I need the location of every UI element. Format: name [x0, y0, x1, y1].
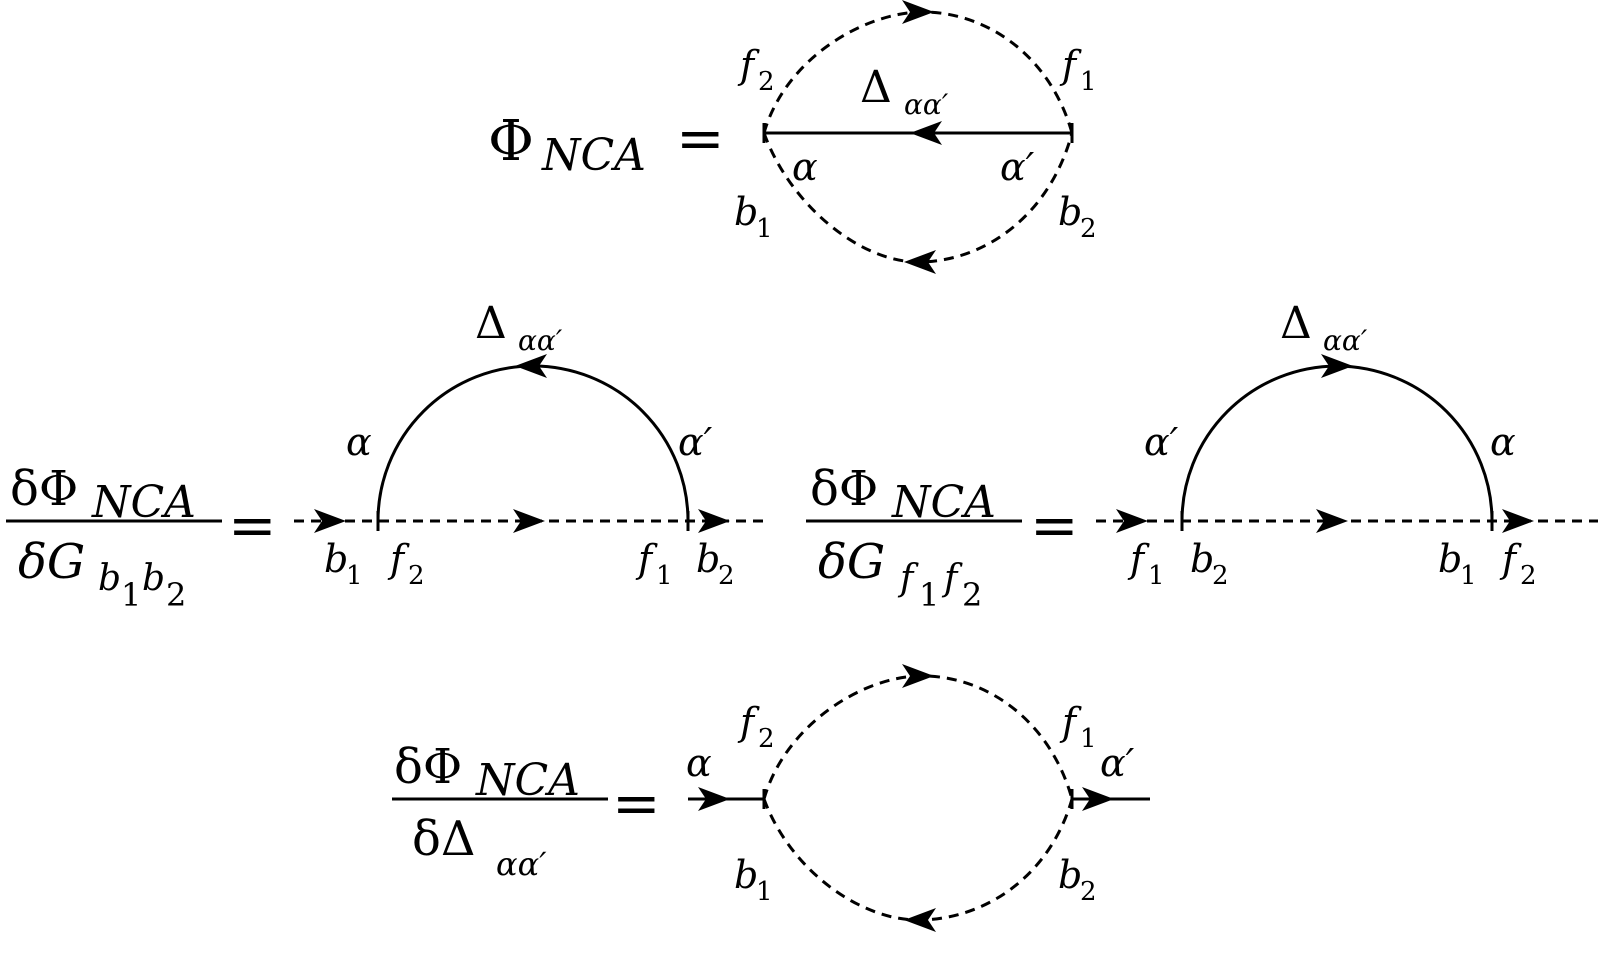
label-alpha-prime: α′	[678, 420, 713, 464]
denominator-sub-f: f	[941, 558, 963, 599]
label-b1: b	[324, 537, 348, 581]
label-b2: b	[696, 537, 720, 581]
phi-subscript: NCA	[541, 130, 646, 181]
arrow-right-icon	[314, 509, 346, 533]
label-alpha-prime: α′	[1000, 145, 1035, 189]
arrow-left-icon	[904, 250, 936, 274]
label-b1: b	[734, 190, 758, 234]
numerator-delta-phi: δΦ	[394, 739, 462, 795]
label-f1-index: 1	[1080, 724, 1097, 754]
equals-sign: =	[612, 769, 661, 837]
label-b1-index: 1	[756, 877, 773, 907]
equals-sign: =	[1030, 491, 1079, 559]
label-b1: b	[1438, 537, 1462, 581]
denominator-sub-f-index: 2	[962, 576, 982, 614]
boson-loop-lower	[762, 798, 1074, 922]
hybridization-arc	[376, 364, 690, 522]
arrow-right-icon	[1082, 787, 1114, 811]
arrow-right-icon	[1316, 509, 1348, 533]
arrow-left-icon	[910, 121, 942, 145]
denominator-sub-f-index: 1	[919, 576, 939, 614]
label-b1-index: 1	[756, 214, 773, 244]
equals-sign: =	[228, 491, 277, 559]
arrow-right-icon	[698, 509, 730, 533]
label-f2: f	[1499, 537, 1522, 581]
label-b2-index: 2	[1080, 214, 1097, 244]
denominator-delta-g: δG	[818, 534, 885, 590]
arrow-right-icon	[902, 0, 934, 24]
phi-nca-equation: Φ NCA = f 2 f 1 Δ αα′ α α′ b 1 b 2	[488, 0, 1097, 274]
label-f1: f	[1059, 43, 1082, 87]
label-f1: f	[1059, 700, 1082, 744]
denominator-delta-g: δG	[18, 534, 85, 590]
label-b2-index: 2	[1080, 877, 1097, 907]
denominator-delta-delta: δΔ	[412, 811, 476, 867]
arrow-right-icon	[1116, 509, 1148, 533]
label-f2: f	[387, 537, 410, 581]
arrow-right-icon	[1321, 354, 1353, 378]
denominator-sub-b-index: 1	[121, 576, 141, 614]
label-f2-index: 2	[758, 67, 775, 97]
arrow-right-icon	[902, 664, 934, 688]
label-b1-index: 1	[1460, 561, 1477, 591]
label-f1-index: 1	[656, 561, 673, 591]
denominator-sub-b: b	[98, 558, 121, 599]
label-delta-subscript: αα′	[1323, 324, 1368, 357]
label-alpha-prime: α′	[1100, 741, 1135, 785]
fermion-loop-upper	[762, 674, 1074, 800]
arrow-right-icon	[1502, 509, 1534, 533]
arrow-left-icon	[515, 354, 547, 378]
arrow-left-icon	[904, 908, 936, 932]
label-f1: f	[635, 537, 658, 581]
dphi-ddelta-equation: δΦ NCA δΔ αα′ = α α′ f 2 f 1 b 1 b 2	[392, 664, 1150, 932]
label-alpha: α	[792, 145, 818, 189]
label-delta-subscript: αα′	[904, 88, 949, 121]
label-f2: f	[737, 43, 760, 87]
denominator-sub-f: f	[897, 558, 919, 599]
label-delta: Δ	[1280, 298, 1312, 349]
label-f1-index: 1	[1148, 561, 1165, 591]
label-alpha: α	[346, 420, 372, 464]
label-b2: b	[1190, 537, 1214, 581]
label-f1: f	[1127, 537, 1150, 581]
numerator-delta-phi: δΦ	[810, 461, 878, 517]
label-f2-index: 2	[408, 561, 425, 591]
label-b1-index: 1	[346, 561, 363, 591]
dphi-dgf-equation: δΦ NCA δG f 1 f 2 = Δ αα′ α′ α f 1 b 2 b…	[806, 298, 1598, 614]
label-b1: b	[734, 853, 758, 897]
dphi-dgb-equation: δΦ NCA δG b 1 b 2 = Δ αα′ α α′ b 1 f 2 f…	[6, 298, 770, 614]
label-f2: f	[737, 700, 760, 744]
label-b2-index: 2	[1212, 561, 1229, 591]
denominator-sub-b: b	[142, 558, 165, 599]
arrow-right-icon	[698, 787, 730, 811]
hybridization-arc	[1180, 364, 1494, 522]
phi-equals: =	[676, 104, 725, 172]
denominator-sub-b-index: 2	[166, 576, 186, 614]
label-b2: b	[1058, 190, 1082, 234]
label-delta-subscript: αα′	[518, 324, 563, 357]
numerator-delta-phi: δΦ	[10, 461, 78, 517]
phi-symbol: Φ	[488, 109, 534, 174]
label-b2: b	[1058, 853, 1082, 897]
label-f1-index: 1	[1080, 67, 1097, 97]
label-delta: Δ	[860, 62, 892, 113]
label-f2-index: 2	[758, 724, 775, 754]
arrow-right-icon	[513, 509, 545, 533]
label-f2-index: 2	[1520, 561, 1537, 591]
label-alpha: α	[1490, 420, 1516, 464]
denominator-subscript: αα′	[496, 845, 547, 883]
label-alpha-prime: α′	[1144, 420, 1179, 464]
label-alpha: α	[686, 741, 712, 785]
label-b2-index: 2	[718, 561, 735, 591]
label-delta: Δ	[475, 298, 507, 349]
